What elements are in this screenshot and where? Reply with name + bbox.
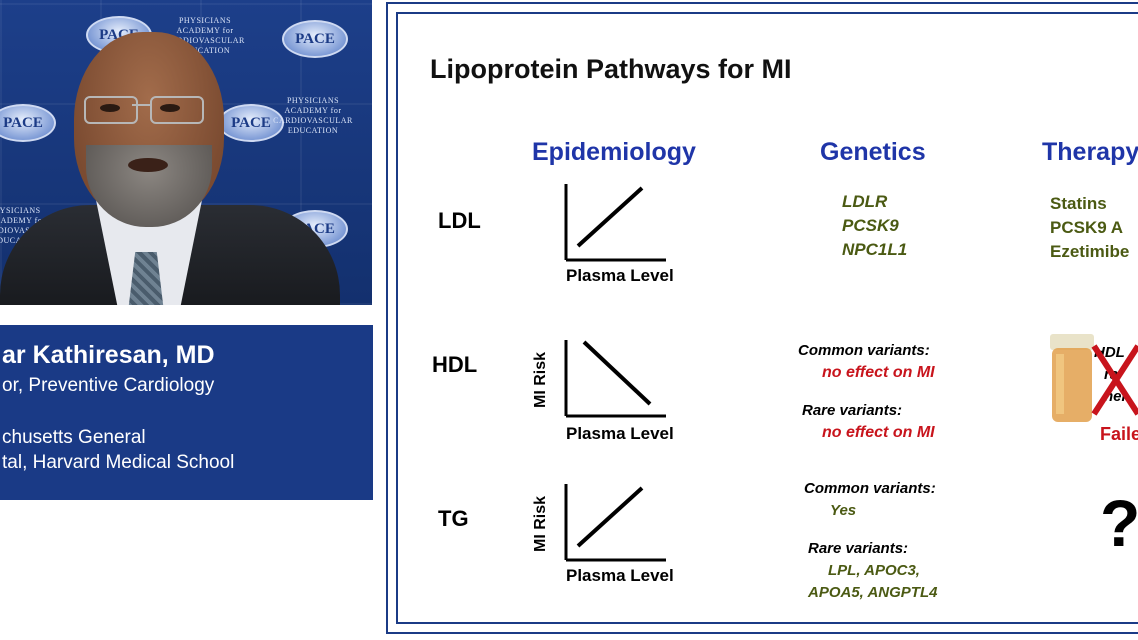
hdl-common-value: no effect on MI	[822, 364, 935, 381]
slide-title: Lipoprotein Pathways for MI	[430, 54, 792, 84]
header-genetics: Genetics	[820, 138, 926, 166]
hdl-rare-label: Rare variants:	[802, 402, 903, 419]
presenter-affiliation-2: tal, Harvard Medical School	[2, 452, 235, 473]
academy-text: PHYSICIANS ACADEMY for CARDIOVASCULAR ED…	[165, 16, 245, 55]
pill-bottle-icon	[1050, 334, 1094, 422]
ldl-x-axis-label: Plasma Level	[566, 266, 674, 285]
tg-common-label: Common variants:	[804, 480, 936, 497]
x-mark-icon	[1091, 344, 1138, 416]
tg-rare-value-1: LPL, APOC3,	[828, 562, 920, 579]
academy-text: PHYSICIANS ACADEMY for CARDIOVASCULAR ED…	[273, 96, 353, 135]
row-label-tg: TG	[438, 506, 469, 531]
therapy-statins: Statins	[1050, 194, 1107, 213]
row-label-hdl: HDL	[432, 352, 478, 377]
hdl-y-axis-label: MI Risk	[532, 351, 549, 408]
hdl-x-axis-label: Plasma Level	[566, 424, 674, 443]
presenter-video: PACE PACE PACE PACE PACE PHYSICIANS ACAD…	[0, 0, 372, 305]
gene-npc1l1: NPC1L1	[842, 240, 908, 259]
hdl-risk-plot	[564, 340, 666, 418]
tg-y-axis-label: MI Risk	[532, 495, 549, 552]
tg-risk-plot	[564, 484, 666, 562]
presenter-caption: ar Kathiresan, MD or, Preventive Cardiol…	[0, 325, 373, 500]
hdl-rare-value: no effect on MI	[822, 424, 935, 441]
tg-rare-value-2: APOA5, ANGPTL4	[808, 584, 938, 601]
header-therapy: Therapy	[1042, 138, 1138, 166]
presenter-name: ar Kathiresan, MD	[2, 341, 215, 369]
gene-pcsk9: PCSK9	[842, 216, 899, 235]
tg-rare-label: Rare variants:	[808, 540, 909, 557]
presenter-affiliation-1: chusetts General	[2, 427, 146, 448]
tg-therapy-question-mark: ?	[1100, 486, 1138, 560]
presenter-title: or, Preventive Cardiology	[2, 375, 215, 396]
tg-common-value: Yes	[830, 502, 857, 519]
row-label-ldl: LDL	[438, 208, 481, 233]
therapy-pcsk9: PCSK9 A	[1050, 218, 1124, 237]
slide: Lipoprotein Pathways for MI Epidemiology…	[386, 2, 1138, 634]
ldl-risk-plot	[564, 184, 666, 262]
pace-logo: PACE	[218, 104, 284, 142]
tg-x-axis-label: Plasma Level	[566, 566, 674, 585]
pace-logo: PACE	[282, 20, 348, 58]
hdl-common-label: Common variants:	[798, 342, 930, 359]
therapy-ezetimibe: Ezetimibe	[1050, 242, 1130, 261]
hdl-therapy-status: Faile	[1100, 424, 1138, 444]
pace-logo: PACE	[0, 104, 56, 142]
header-epidemiology: Epidemiology	[532, 138, 696, 166]
gene-ldlr: LDLR	[842, 192, 888, 211]
